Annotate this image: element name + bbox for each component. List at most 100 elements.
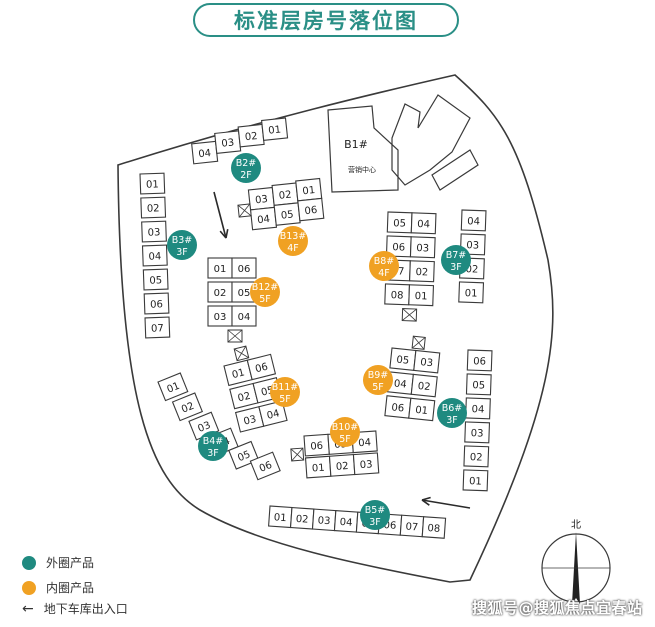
unit-label: 08: [391, 290, 404, 301]
unit-label: 03: [359, 459, 372, 471]
marker-b12: B12#5F: [250, 277, 280, 307]
unit-label: 06: [473, 356, 486, 367]
unit-cell: [408, 284, 435, 307]
unit-label: 01: [268, 125, 282, 137]
marker-floor-label: 5F: [339, 434, 351, 445]
unit-cell: [143, 292, 170, 315]
marker-circle: [198, 431, 228, 461]
unit-cell: [463, 445, 490, 468]
arrow-layer: [213, 191, 471, 509]
marker-building-label: B13#: [280, 231, 307, 242]
unit-label: 03: [255, 194, 269, 206]
marker-building-label: B8#: [374, 256, 395, 267]
marker-b8: B8#4F: [369, 251, 399, 281]
unit-label: 01: [415, 405, 429, 417]
legend-inner: 内圈产品: [22, 579, 94, 596]
unit-label: 05: [149, 275, 162, 286]
marker-circle: [363, 365, 393, 395]
marker-b5: B5#3F: [360, 500, 390, 530]
marker-b10: B10#5F: [330, 417, 360, 447]
outer-dot-icon: [22, 555, 36, 570]
marker-floor-label: 5F: [279, 394, 291, 405]
unit-label: 07: [151, 323, 164, 334]
unit-cell: [464, 421, 491, 444]
marker-circle: [231, 153, 261, 183]
unit-label: 03: [148, 227, 161, 238]
unit-cell: [140, 196, 167, 219]
marker-b7: B7#3F: [441, 245, 471, 275]
unit-cell: [458, 281, 485, 304]
unit-label: 03: [196, 420, 212, 435]
stair-cross-icon: [411, 335, 426, 350]
unit-label: 08: [427, 523, 440, 535]
marker-circle: [369, 251, 399, 281]
unit-label: 04: [257, 214, 271, 226]
unit-label: 01: [312, 463, 325, 475]
stair-cross-icon: [237, 203, 252, 218]
unit-label: 06: [391, 402, 405, 414]
unit-cell: [408, 397, 436, 422]
unit-label: 03: [221, 137, 235, 149]
marker-b2: B2#2F: [231, 153, 261, 183]
unit-label: 04: [471, 404, 484, 415]
unit-label: 05: [280, 209, 294, 221]
unit-label: 01: [214, 264, 227, 275]
unit-cell: [410, 373, 438, 398]
entrance-arrow-icon: [421, 496, 471, 509]
unit-label: 02: [278, 190, 292, 202]
unit-label: 02: [336, 461, 349, 473]
marker-building-label: B9#: [368, 370, 389, 381]
unit-cell: [261, 117, 289, 141]
unit-cell: [258, 400, 288, 427]
unit-label: 04: [358, 437, 371, 449]
unit-cell: [231, 257, 257, 279]
unit-label: 06: [150, 299, 163, 310]
unit-label: 04: [467, 216, 480, 227]
marker-building-label: B4#: [203, 436, 224, 447]
unit-label: 03: [471, 428, 484, 439]
marker-building-label: B3#: [172, 235, 193, 246]
unit-cell: [421, 516, 447, 539]
sales-center-sub: 营销中心: [348, 165, 376, 174]
marker-floor-label: 4F: [378, 268, 390, 279]
marker-layer: B2#2FB13#4FB3#3FB12#5FB8#4FB7#3FB11#5FB9…: [167, 153, 471, 530]
stair-cross-icon: [227, 329, 243, 343]
unit-cell: [465, 373, 492, 396]
unit-cell: [231, 305, 257, 327]
marker-b13: B13#4F: [278, 226, 308, 256]
unit-label: 04: [417, 219, 430, 230]
marker-floor-label: 2F: [240, 170, 252, 181]
unit-label: 03: [317, 515, 330, 527]
unit-cell: [249, 451, 281, 481]
unit-label: 02: [295, 514, 308, 526]
marker-circle: [167, 230, 197, 260]
page-title: 标准层房号落位图: [193, 3, 459, 37]
unit-label: 02: [470, 452, 483, 463]
sales-center-name: B1#: [344, 138, 368, 151]
marker-b4: B4#3F: [198, 431, 228, 461]
unit-label: 01: [231, 367, 246, 381]
unit-label: 05: [396, 355, 410, 367]
unit-label: 01: [415, 291, 428, 302]
unit-label: 06: [310, 441, 323, 453]
marker-floor-label: 5F: [259, 294, 271, 305]
marker-building-label: B5#: [365, 505, 386, 516]
unit-label: 01: [165, 381, 181, 396]
unit-label: 01: [273, 512, 286, 524]
marker-circle: [278, 226, 308, 256]
stair-cross-icon: [401, 308, 417, 322]
legend-entrance: ← 地下车库出入口: [22, 600, 128, 617]
legend-entrance-label: 地下车库出入口: [43, 602, 128, 616]
unit-label: 03: [416, 243, 429, 254]
unit-label: 04: [148, 251, 161, 262]
unit-cell: [246, 353, 277, 381]
unit-label: 02: [147, 203, 160, 214]
marker-circle: [360, 500, 390, 530]
marker-floor-label: 3F: [176, 247, 188, 258]
entrance-arrow-icon: ←: [22, 600, 34, 617]
unit-cell: [352, 452, 380, 476]
